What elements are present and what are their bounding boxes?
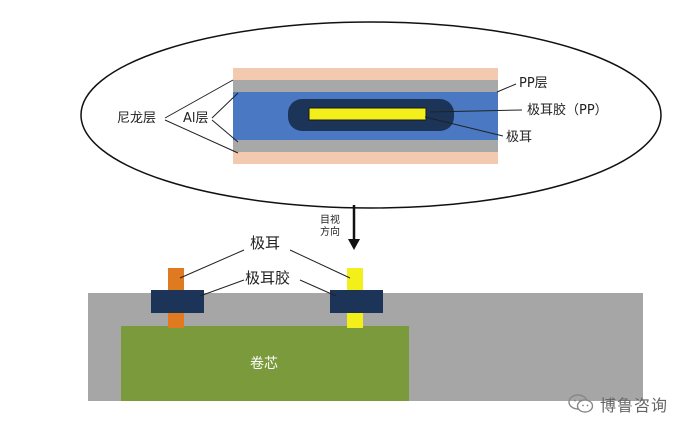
core-label: 卷芯 [250, 356, 278, 372]
leader-lines-bottom [179, 249, 351, 297]
nylon-layer-label: 尼龙层 [117, 111, 157, 126]
view-direction-label: 目视 方向 [320, 215, 340, 238]
watermark: 博鲁咨询 [568, 392, 668, 416]
jelly-roll-core [121, 326, 409, 401]
al-layer-bottom [233, 140, 498, 152]
al-layer-label: Al层 [183, 111, 209, 126]
tab-glue-main-label: 极耳胶 [245, 269, 291, 287]
watermark-text: 博鲁咨询 [600, 396, 669, 415]
al-layer-top [233, 80, 498, 92]
left-tab-glue [151, 290, 204, 313]
tab-main-label: 极耳 [250, 234, 281, 252]
tab-cross-section [308, 107, 427, 121]
right-tab-glue [330, 290, 383, 313]
nylon-layer-top [233, 68, 498, 80]
tab-top-label: 极耳 [506, 130, 533, 145]
nylon-layer-bottom [233, 152, 498, 164]
view-direction-arrow [348, 205, 360, 250]
wechat-icon [568, 394, 594, 413]
cross-section [233, 68, 498, 164]
leader-lines-top [164, 79, 523, 154]
pp-layer-label: PP层 [519, 76, 548, 91]
tab-glue-pp-label: 极耳胶（PP） [527, 103, 608, 118]
